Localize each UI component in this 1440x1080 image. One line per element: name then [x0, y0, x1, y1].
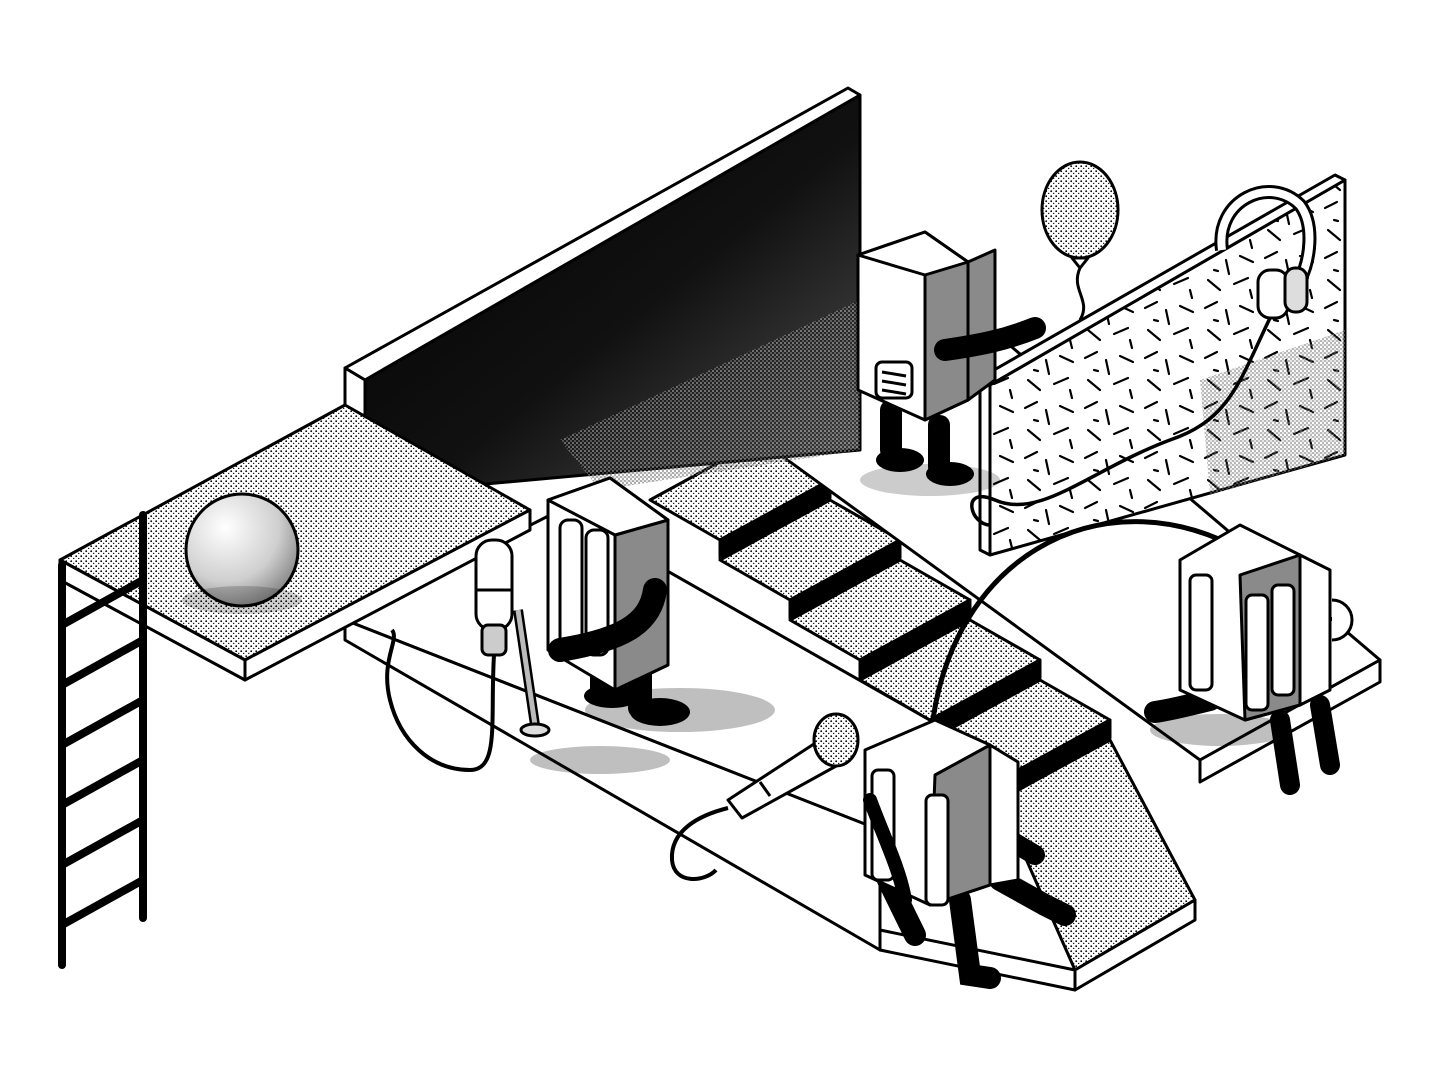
- stair-steps: [648, 438, 1197, 992]
- character-sitting-right: [1144, 523, 1354, 795]
- cable-arc: [927, 519, 1247, 751]
- studio-microphone: [385, 538, 670, 774]
- handheld-microphone: [669, 712, 860, 881]
- headphones: [970, 185, 1317, 527]
- tall-black-wall: [343, 86, 862, 497]
- sphere: [182, 492, 302, 614]
- ladder: [58, 511, 147, 969]
- patterned-panel: [978, 173, 1347, 557]
- balloon: [1040, 160, 1120, 321]
- character-sitting-front: [863, 718, 1076, 989]
- character-standing-back: [856, 230, 1046, 496]
- character-standing-center: [546, 476, 775, 732]
